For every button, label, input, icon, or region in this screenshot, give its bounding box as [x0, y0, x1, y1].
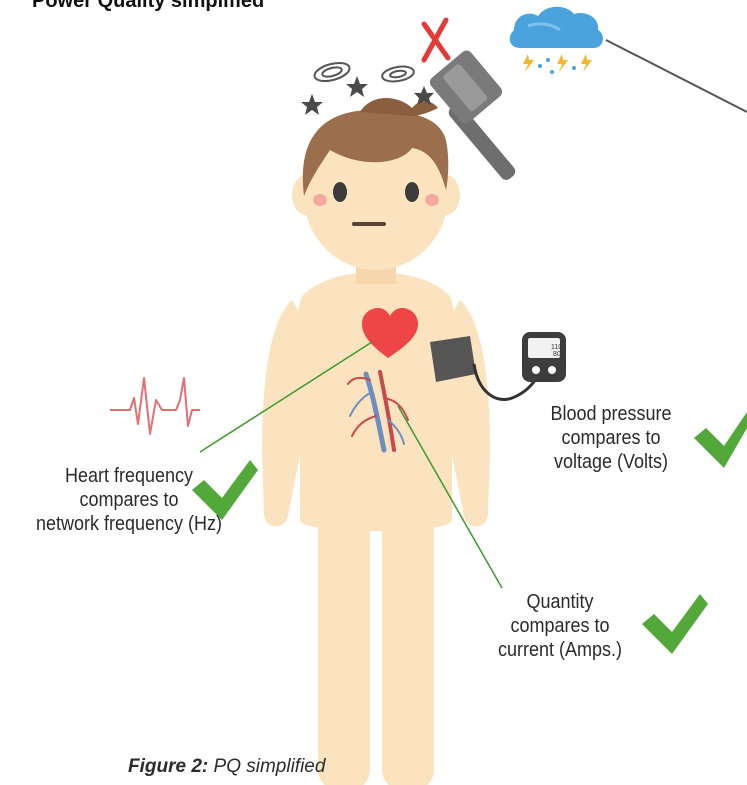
- blood-label-line-3: voltage (Volts): [535, 450, 688, 474]
- caption-prefix: Figure 2:: [128, 756, 208, 777]
- figure-caption: Figure 2: PQ simplified: [128, 756, 325, 778]
- heart-label-line-1: Heart frequency: [18, 464, 239, 488]
- quantity-label: Quantity compares to current (Amps.): [497, 590, 623, 662]
- caption-text: PQ simplified: [214, 756, 326, 777]
- blood-label-line-2: compares to: [535, 426, 688, 450]
- dizzy-swirl-icon: [313, 60, 415, 85]
- blood-pressure-label: Blood pressure compares to voltage (Volt…: [535, 402, 688, 474]
- cross-icon: [424, 20, 448, 60]
- monitor-reading-bottom: 80: [553, 351, 561, 358]
- quantity-label-line-1: Quantity: [497, 590, 623, 614]
- blood-label-line-1: Blood pressure: [535, 402, 688, 426]
- heartbeat-icon: [110, 378, 200, 434]
- storm-cloud-icon: [510, 7, 747, 112]
- monitor-reading-top: 110: [551, 344, 562, 351]
- quantity-label-line-2: compares to: [497, 614, 623, 638]
- heart-frequency-label: Heart frequency compares to network freq…: [18, 464, 239, 536]
- heart-label-line-3: network frequency (Hz): [18, 512, 239, 536]
- human-figure: [262, 98, 490, 785]
- quantity-label-line-3: current (Amps.): [497, 638, 623, 662]
- heart-label-line-2: compares to: [18, 488, 239, 512]
